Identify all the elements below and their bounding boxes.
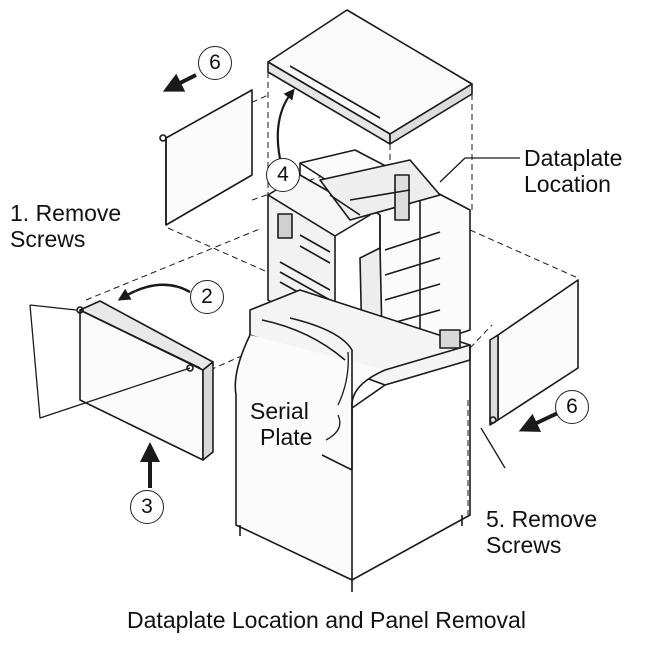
left-side-panel — [159, 89, 253, 226]
ice-storage-bin — [234, 289, 471, 592]
dataplate-location-line2: Location — [524, 171, 611, 197]
front-panel — [76, 300, 214, 461]
arrow-left-6b — [518, 410, 561, 432]
step-6-top: 6 — [198, 46, 232, 80]
step-2: 2 — [190, 280, 224, 314]
serial-plate-label: Serial Plate — [250, 398, 312, 450]
direction-arrows — [117, 73, 561, 488]
dataplate-location-label: Dataplate Location — [524, 145, 622, 197]
arrow-curve-4 — [276, 88, 295, 169]
step-6-right: 6 — [555, 390, 589, 424]
step-3: 3 — [130, 490, 164, 524]
remove-screws-1-label: 1. Remove Screws — [10, 200, 121, 252]
remove-screws-5-line1: 5. Remove — [486, 506, 598, 532]
dataplate-location-line1: Dataplate — [524, 145, 623, 171]
remove-screws-5-line2: Screws — [486, 532, 562, 558]
figure-caption: Dataplate Location and Panel Removal — [127, 607, 526, 633]
right-side-panel — [489, 279, 579, 426]
arrow-curve-2 — [117, 283, 191, 301]
remove-screws-1-line1: 1. Remove — [10, 200, 122, 226]
remove-screws-5-label: 5. Remove Screws — [486, 506, 597, 558]
remove-screws-1-line2: Screws — [10, 226, 86, 252]
leader-lines — [29, 157, 520, 469]
arrow-left-6 — [162, 73, 197, 92]
top-panel — [267, 9, 473, 145]
step-4: 4 — [266, 158, 300, 192]
serial-plate-line2: Plate — [260, 424, 313, 450]
serial-plate-line1: Serial — [250, 398, 309, 424]
ice-machine-head — [267, 149, 471, 361]
